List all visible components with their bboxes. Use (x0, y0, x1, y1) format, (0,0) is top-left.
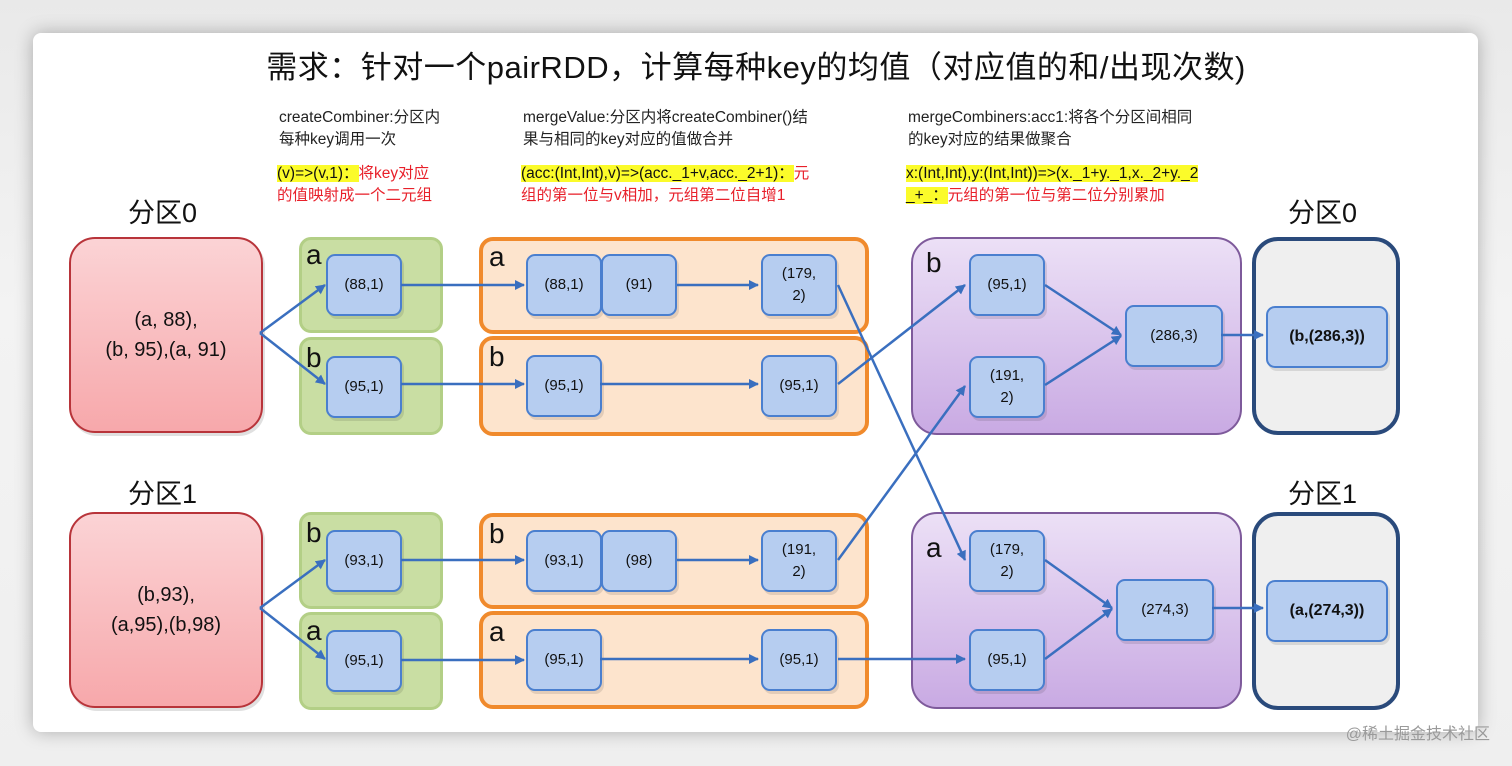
merge-value-result-node: (95,1) (761, 355, 837, 417)
node-line: (191, (989, 367, 1025, 384)
merge-combiners-result-node: (286,3) (1125, 305, 1223, 367)
group-key-label: b (926, 247, 942, 278)
create-combiner-note-part1: 将key对应 (358, 165, 430, 182)
merge-combiners-input-node: (191, 2) (969, 356, 1045, 418)
group-key-label: b (306, 342, 322, 373)
partition-0-source-data: (a, 88), (b, 95),(a, 91) (69, 237, 263, 433)
merge-combiners-note-part2: 元组的第一位与第二位分别累加 (947, 187, 1165, 204)
final-result-node: (a,(274,3)) (1266, 580, 1388, 642)
source-line: (b, 95),(a, 91) (105, 339, 227, 361)
combiner-node: (95,1) (326, 630, 402, 692)
merge-value-note-line2: 组的第一位与v相加，元组第二位自增1 (521, 187, 786, 204)
merge-combiners-group-b: b (95,1) (191, 2) (286,3) (911, 237, 1242, 435)
group-key-label: a (306, 239, 322, 270)
node-line: (179, (989, 541, 1025, 558)
node-line: (95,1) (987, 651, 1027, 668)
group-key-label: a (306, 615, 322, 646)
merge-value-note: (acc:(Int,Int),v)=>(acc._1+v,acc._2+1)：元… (521, 163, 809, 207)
node-line: 2) (1000, 563, 1014, 580)
partition-1-source-data: (b,93), (a,95),(b,98) (69, 512, 263, 708)
create-combiner-desc-line1: createCombiner:分区内 (279, 109, 441, 126)
group-key-label: a (926, 532, 942, 563)
combiner-group-p0-a: a (88,1) (299, 237, 443, 333)
watermark: @稀土掘金技术社区 (1345, 726, 1490, 743)
group-key-label: b (306, 517, 322, 548)
merge-value-node: (93,1) (526, 530, 602, 592)
group-key-label: b (489, 341, 505, 372)
combiner-group-p1-b: b (93,1) (299, 512, 443, 609)
node-line: 2) (792, 563, 806, 580)
node-line: (95,1) (779, 377, 819, 394)
merge-value-group-p0-b: b (95,1) (95,1) (479, 336, 869, 436)
merge-value-node: (95,1) (526, 355, 602, 417)
slide-title: 需求：针对一个pairRDD，计算每种key的均值（对应值的和/出现次数) (266, 50, 1246, 85)
merge-value-note-part1: 元 (793, 165, 810, 182)
merge-value-code: (acc:(Int,Int),v)=>(acc._1+v,acc._2+1)： (521, 165, 794, 182)
group-key-label: b (489, 518, 505, 549)
final-output-partition-1: (a,(274,3)) (1252, 512, 1400, 710)
merge-value-group-p1-b: b (93,1) (98) (191, 2) (479, 513, 869, 609)
create-combiner-desc-line2: 每种key调用一次 (279, 131, 397, 148)
node-line: (179, (781, 265, 817, 282)
source-line: (a, 88), (134, 309, 198, 331)
merge-combiners-note: x:(Int,Int),y:(Int,Int))=>(x._1+y._1,x._… (906, 163, 1199, 207)
merge-combiners-desc-line2: 的key对应的结果做聚合 (908, 131, 1072, 148)
node-line: (95,1) (987, 276, 1027, 293)
combiner-group-p0-b: b (95,1) (299, 337, 443, 435)
merge-combiners-input-node: (179, 2) (969, 530, 1045, 592)
merge-value-result-node: (179, 2) (761, 254, 837, 316)
merge-value-result-node: (95,1) (761, 629, 837, 691)
node-line: 2) (1000, 389, 1014, 406)
source-line: (b,93), (137, 584, 195, 606)
merge-value-node: (98) (601, 530, 677, 592)
create-combiner-note: (v)=>(v,1)：将key对应 的值映射成一个二元组 (277, 163, 432, 207)
combiner-node: (95,1) (326, 356, 402, 418)
merge-combiners-description: mergeCombiners:acc1:将各个分区间相同 的key对应的结果做聚… (908, 107, 1192, 151)
merge-value-node: (91) (601, 254, 677, 316)
final-result-node: (b,(286,3)) (1266, 306, 1388, 368)
node-line: (191, (781, 541, 817, 558)
combiner-node: (88,1) (326, 254, 402, 316)
merge-combiners-code-line1: x:(Int,Int),y:(Int,Int))=>(x._1+y._1,x._… (906, 165, 1199, 182)
merge-combiners-code-line2: _+_： (906, 187, 948, 204)
create-combiner-description: createCombiner:分区内 每种key调用一次 (279, 107, 440, 151)
merge-combiners-result-node: (274,3) (1116, 579, 1214, 641)
merge-value-group-p0-a: a (88,1) (91) (179, 2) (479, 237, 869, 334)
merge-value-node: (88,1) (526, 254, 602, 316)
merge-value-result-node: (191, 2) (761, 530, 837, 592)
merge-value-group-p1-a: a (95,1) (95,1) (479, 611, 869, 709)
merge-combiners-group-a: a (179, 2) (95,1) (274,3) (911, 512, 1242, 709)
node-line: 2) (792, 287, 806, 304)
combiner-group-p1-a: a (95,1) (299, 612, 443, 710)
create-combiner-code: (v)=>(v,1)： (277, 165, 359, 182)
final-output-partition-0: (b,(286,3)) (1252, 237, 1400, 435)
output-partition-0-label: 分区0 (1288, 198, 1358, 228)
node-line: (95,1) (779, 651, 819, 668)
merge-value-desc-line2: 果与相同的key对应的值做合并 (523, 131, 734, 148)
merge-combiners-desc-line1: mergeCombiners:acc1:将各个分区间相同 (908, 109, 1193, 126)
create-combiner-note-line2: 的值映射成一个二元组 (277, 187, 433, 204)
output-partition-1-label: 分区1 (1288, 479, 1358, 509)
merge-value-node: (95,1) (526, 629, 602, 691)
partition-0-label: 分区0 (128, 198, 198, 228)
group-key-label: a (489, 241, 505, 272)
merge-combiners-input-node: (95,1) (969, 629, 1045, 691)
source-line: (a,95),(b,98) (110, 614, 222, 636)
combiner-node: (93,1) (326, 530, 402, 592)
merge-value-desc-line1: mergeValue:分区内将createCombiner()结 (523, 109, 808, 126)
merge-value-description: mergeValue:分区内将createCombiner()结 果与相同的ke… (523, 107, 808, 151)
merge-combiners-input-node: (95,1) (969, 254, 1045, 316)
group-key-label: a (489, 616, 505, 647)
partition-1-label: 分区1 (128, 479, 198, 509)
